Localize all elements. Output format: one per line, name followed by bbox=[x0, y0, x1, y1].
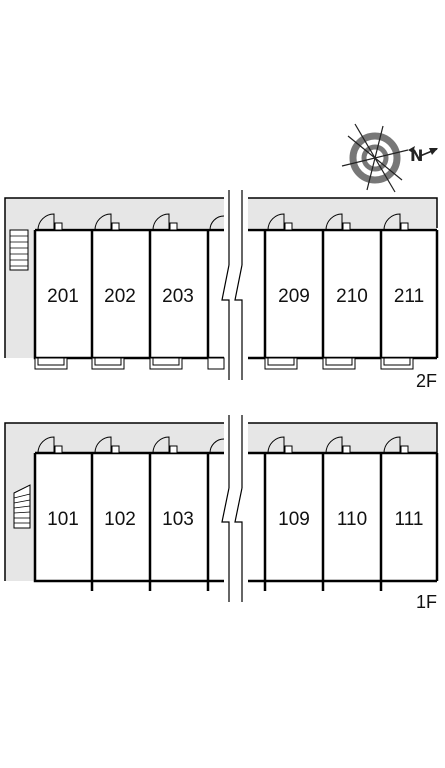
room-label: 209 bbox=[278, 286, 310, 307]
room-label: 210 bbox=[336, 286, 368, 307]
room-label: 201 bbox=[47, 286, 79, 307]
door-icon bbox=[325, 436, 351, 454]
room-label: 202 bbox=[104, 286, 136, 307]
door-icon bbox=[325, 213, 351, 231]
floor-1f: 101 102 103 109 110 111 1F bbox=[4, 413, 439, 612]
floor-label: 2F bbox=[416, 371, 437, 391]
room-label: 109 bbox=[278, 509, 310, 530]
door-icon bbox=[267, 436, 293, 454]
compass-rose-icon bbox=[341, 123, 415, 193]
door-icon bbox=[267, 213, 293, 231]
compass: N bbox=[341, 123, 438, 193]
door-icon bbox=[152, 213, 178, 231]
door-icon bbox=[94, 436, 120, 454]
balcony-2f bbox=[34, 357, 414, 370]
stairs-2f bbox=[9, 229, 29, 271]
break-mark-2f bbox=[221, 188, 247, 382]
compass-north-label: N bbox=[410, 146, 423, 165]
stairs-1f bbox=[13, 484, 31, 529]
door-icon bbox=[152, 436, 178, 454]
room-label: 103 bbox=[162, 509, 194, 530]
door-icon bbox=[383, 436, 409, 454]
door-icon bbox=[383, 213, 409, 231]
north-arrow-icon bbox=[419, 148, 438, 157]
room-label: 211 bbox=[394, 286, 424, 307]
door-icon bbox=[94, 213, 120, 231]
floor-2f: 201 202 203 209 210 211 2F bbox=[4, 188, 439, 391]
room-label: 203 bbox=[162, 286, 194, 307]
break-mark-1f bbox=[221, 413, 247, 603]
room-label: 110 bbox=[337, 509, 367, 530]
door-icon bbox=[209, 215, 225, 231]
door-icon bbox=[37, 436, 63, 454]
floor-label: 1F bbox=[416, 592, 437, 612]
door-icon bbox=[209, 438, 225, 454]
room-label: 101 bbox=[47, 509, 79, 530]
room-label: 111 bbox=[395, 509, 424, 530]
door-icon bbox=[37, 213, 63, 231]
room-label: 102 bbox=[104, 509, 136, 530]
